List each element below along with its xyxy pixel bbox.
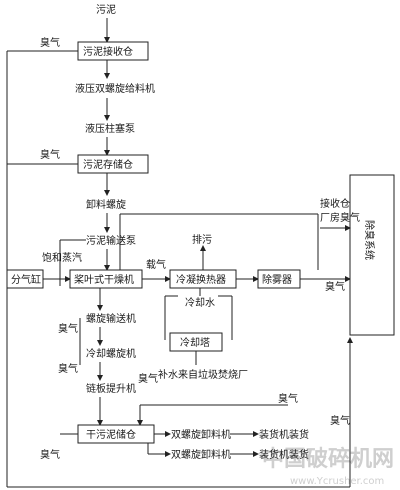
- truck-b-label: 装货机装货: [259, 448, 309, 461]
- odor-label-6: 臭气: [138, 372, 158, 385]
- sludge-input-label: 污泥: [96, 3, 116, 16]
- carrier-gas-label: 载气: [146, 258, 166, 271]
- odor-label-4: 臭气: [58, 322, 78, 335]
- odor-label-1: 臭气: [40, 36, 60, 49]
- twin-screw-b-label: 双螺旋卸料机: [171, 448, 231, 461]
- truck-a-label: 装货机装货: [259, 428, 309, 441]
- dust-remover-label: 除雾器: [262, 273, 292, 286]
- odor-label-3: 臭气: [325, 280, 345, 293]
- distribution-tank-label: 分气缸: [11, 273, 41, 286]
- storage-bin-label: 污泥存储仓: [83, 158, 133, 171]
- watermark-url: www.Ycrusher.com: [290, 476, 384, 487]
- unload-screw-label: 卸料螺旋: [86, 198, 126, 211]
- odor-label-5: 臭气: [58, 362, 78, 375]
- dried-bin-label: 干污泥储仓: [86, 428, 136, 441]
- plunger-pump-label: 液压柱塞泵: [85, 122, 135, 135]
- saturated-steam-label: 饱和蒸汽: [42, 251, 82, 264]
- dryer-label: 桨叶式干燥机: [74, 273, 134, 286]
- odor-label-7: 臭气: [278, 392, 298, 405]
- receive-odor-label-2: 厂房臭气: [320, 211, 360, 224]
- discharge-label: 排污: [192, 233, 212, 246]
- condenser-label: 冷凝换热器: [176, 273, 226, 286]
- screw-conveyor-label: 螺旋输送机: [86, 312, 136, 325]
- cooling-screw-label: 冷却螺旋机: [86, 347, 136, 360]
- deodor-system-label: 除臭系统: [363, 220, 376, 260]
- chain-elevator-label: 链板提升机: [86, 382, 136, 395]
- watermark-text: 中国破碎机网: [262, 446, 394, 472]
- makeup-water-label: 补水来自垃圾焚烧厂: [158, 368, 248, 381]
- receive-odor-label-1: 接收仓: [320, 197, 350, 210]
- deodor-system-box: [349, 174, 395, 336]
- odor-label-2: 臭气: [40, 148, 60, 161]
- receive-bin-label: 污泥接收仓: [83, 45, 133, 58]
- cooling-tower-label: 冷却塔: [180, 336, 210, 349]
- hydraulic-feeder-label: 液压双螺旋给料机: [75, 82, 155, 95]
- odor-label-9: 臭气: [330, 414, 350, 427]
- sludge-conveyor-label: 污泥输送泵: [86, 234, 136, 247]
- odor-label-8: 臭气: [40, 448, 60, 461]
- twin-screw-a-label: 双螺旋卸料机: [171, 428, 231, 441]
- cooling-water-label: 冷却水: [185, 296, 215, 309]
